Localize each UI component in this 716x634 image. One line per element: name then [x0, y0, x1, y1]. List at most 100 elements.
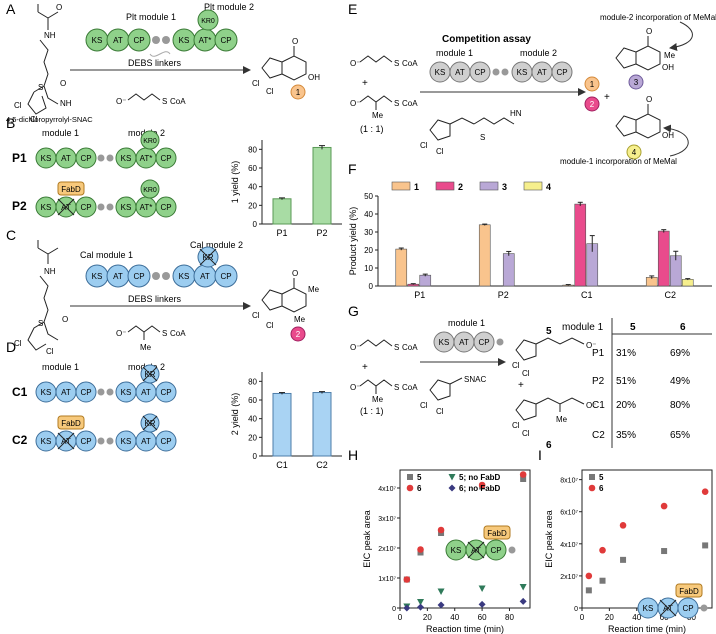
g-coa2: CoA — [402, 383, 418, 392]
legend-label: 1 — [414, 182, 419, 192]
malonyl-s: S — [162, 97, 167, 106]
y-tick-label: 30 — [364, 228, 373, 237]
at-label: AT — [113, 36, 123, 45]
svg-text:CP: CP — [133, 272, 144, 281]
legend-label: 6 — [599, 484, 604, 493]
point — [403, 604, 411, 612]
linkers-label: DEBS linkers — [128, 294, 182, 304]
svg-text:KS: KS — [41, 203, 52, 212]
svg-text:CP: CP — [160, 203, 171, 212]
e-plus1: + — [362, 78, 368, 89]
legend-swatch — [523, 181, 543, 191]
y-axis-label: 2 yield (%) — [230, 393, 240, 436]
g-om1: O⁻ — [350, 343, 360, 352]
note-arrow-1 — [669, 21, 693, 51]
table-header-5: 5 — [630, 322, 636, 333]
linker-squiggle — [149, 51, 171, 57]
substrate-s: S — [38, 83, 43, 92]
module1-label: module 1 — [436, 48, 473, 58]
point — [417, 603, 425, 611]
y-tick-label: 2x10⁷ — [560, 574, 578, 581]
c-prod-me2: Me — [294, 315, 306, 324]
g6-cl1: Cl — [512, 421, 520, 430]
table-header-module: module 1 — [562, 322, 604, 333]
c-prod-me: Me — [308, 285, 320, 294]
cp-label: CP — [220, 36, 231, 45]
e-s3: S — [480, 133, 485, 142]
competition-title: Competition assay — [442, 34, 531, 45]
row-value-6: 49% — [670, 376, 690, 387]
e-me: Me — [372, 111, 384, 120]
row-value-6: 80% — [670, 400, 690, 411]
e-p3-oh: OH — [662, 63, 674, 72]
point — [660, 502, 668, 510]
point — [619, 522, 627, 529]
bar-series-4 — [681, 279, 694, 287]
legend-label: 6; no FabD — [459, 484, 501, 493]
x-axis-label: Reaction time (min) — [426, 624, 504, 634]
c-cl2: Cl — [46, 347, 54, 356]
cal-modules: KS AT CP KS AT CP KR — [85, 246, 238, 288]
compound-number: 1 — [296, 88, 301, 97]
y-axis-label: 1 yield (%) — [230, 161, 240, 204]
point — [437, 526, 445, 534]
c-o: O — [62, 315, 68, 324]
e-p3-me: Me — [664, 51, 676, 60]
c-prod-cl1: Cl — [252, 311, 260, 320]
svg-text:KS: KS — [121, 154, 132, 163]
ratio-label: (1 : 1) — [360, 406, 384, 416]
x-tick-label: C1 — [581, 290, 593, 300]
e-p4-oh: OH — [662, 131, 674, 140]
e-plus2: + — [604, 92, 610, 103]
legend-label: 6 — [417, 484, 422, 493]
product1-structure — [261, 46, 307, 81]
svg-text:KS: KS — [121, 388, 132, 397]
panel-letter-d: D — [6, 339, 16, 355]
at-star-label: AT* — [199, 36, 212, 45]
x-tick-label: 20 — [605, 613, 614, 622]
point — [589, 474, 595, 480]
c-prod-cl2: Cl — [266, 321, 274, 330]
c-om: O⁻ — [116, 329, 126, 338]
linker-dot — [162, 36, 170, 44]
panel-b: module 1 module 2 P1 P2 KS AT CP KS AT* … — [12, 128, 342, 238]
g6-om: O⁻ — [586, 401, 596, 410]
inset-green-module: FabD KS AT CP — [445, 525, 516, 561]
table-row: P2 51% 49% — [592, 376, 690, 387]
linkers-label: DEBS linkers — [128, 58, 182, 68]
ks-label: KS — [179, 36, 190, 45]
y-axis-label: Product yield (%) — [348, 207, 358, 276]
point — [585, 572, 593, 580]
e-s1: S — [394, 59, 399, 68]
product1-oh: OH — [308, 73, 320, 82]
row-label: C2 — [592, 430, 605, 441]
bar-series-3 — [419, 274, 432, 287]
point — [478, 600, 486, 608]
y-tick-label: 60 — [248, 396, 257, 405]
svg-text:CP: CP — [160, 154, 171, 163]
svg-text:FabD: FabD — [487, 529, 507, 538]
product1-cl2: Cl — [266, 87, 274, 96]
svg-text:CP: CP — [160, 388, 171, 397]
c-prod-o: O — [292, 269, 298, 278]
point — [661, 548, 668, 555]
panel-letter-a: A — [6, 1, 16, 17]
svg-text:CP: CP — [80, 203, 91, 212]
svg-text:KR0: KR0 — [143, 187, 157, 194]
x-tick-label: P2 — [316, 228, 327, 238]
legend-label: 4 — [546, 182, 551, 192]
c-s: S — [38, 319, 43, 328]
svg-text:AT: AT — [61, 154, 71, 163]
y-tick-label: 1x10⁷ — [378, 576, 396, 583]
compound-badge-1 — [584, 76, 600, 92]
panel-letter-c: C — [6, 227, 16, 243]
svg-text:AT: AT — [61, 388, 71, 397]
construct-c1: KS AT CP KS AT CP KR — [35, 364, 177, 403]
ratio-table: module 1 5 6 P1 31% 69% P2 51% 49% C1 20… — [562, 318, 712, 448]
construct-p1: KS AT CP KS AT* CP KR0 — [35, 130, 177, 169]
g-s1: S — [394, 343, 399, 352]
